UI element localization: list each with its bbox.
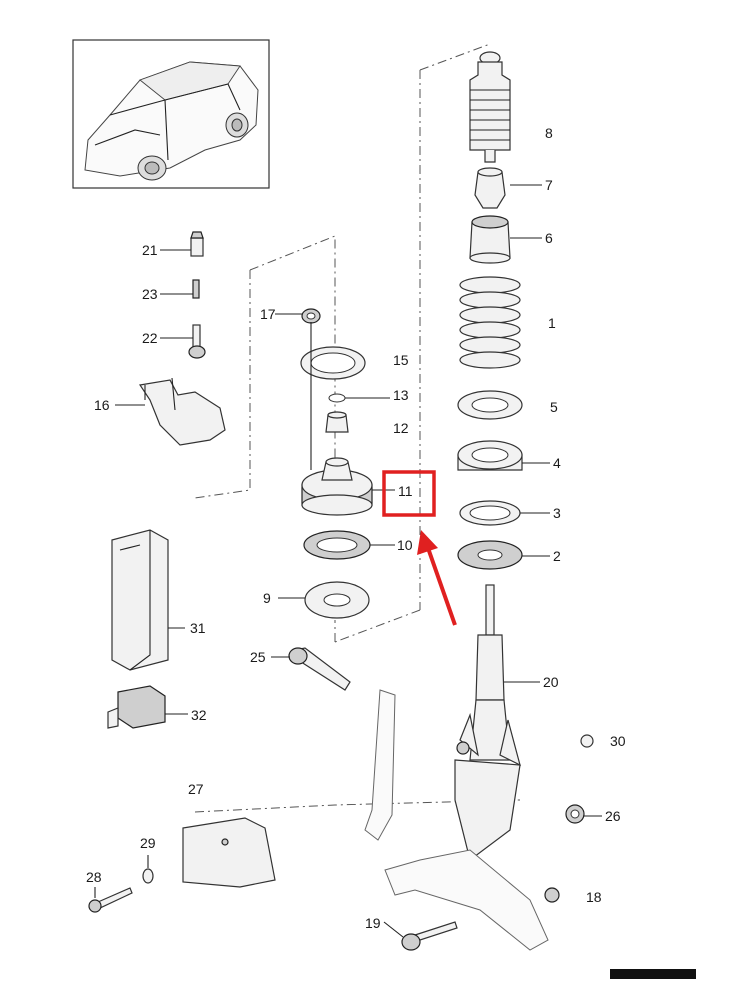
- part-32-sensor[interactable]: [107, 685, 166, 729]
- part-23-bolt[interactable]: [192, 279, 200, 299]
- callout-8[interactable]: 8: [545, 125, 553, 141]
- callout-22[interactable]: 22: [142, 330, 158, 346]
- part-30-nut[interactable]: [580, 734, 594, 748]
- callout-labels: 8 7 6 1 5 4 3 2 20 21 23 22 16 31 32 17 …: [86, 125, 626, 931]
- assembly-frames: [194, 43, 521, 813]
- part-19-bolt[interactable]: [401, 921, 458, 951]
- callout-4[interactable]: 4: [553, 455, 561, 471]
- part-21-stud[interactable]: [190, 231, 204, 257]
- callout-10[interactable]: 10: [397, 537, 413, 553]
- part-17-nut[interactable]: [301, 308, 321, 324]
- leader-lines: [94, 184, 602, 938]
- callout-2[interactable]: 2: [553, 548, 561, 564]
- part-1-coil-spring[interactable]: [459, 276, 521, 369]
- highlight-marker: [382, 470, 457, 626]
- part-27-guard[interactable]: [182, 817, 276, 888]
- part-11-strut-mount[interactable]: [301, 457, 373, 516]
- callout-31[interactable]: 31: [190, 620, 206, 636]
- part-5-spring-seat[interactable]: [457, 390, 523, 420]
- callout-20[interactable]: 20: [543, 674, 559, 690]
- callout-12[interactable]: 12: [393, 420, 409, 436]
- callout-19[interactable]: 19: [365, 915, 381, 931]
- callout-11[interactable]: 11: [398, 483, 413, 499]
- part-9-spring-plate[interactable]: [304, 581, 370, 619]
- part-29-washer[interactable]: [142, 868, 154, 884]
- footer-bar: [610, 969, 696, 979]
- part-12-bushing[interactable]: [325, 411, 349, 433]
- part-28-bolt[interactable]: [88, 887, 133, 913]
- part-4-spring-pad[interactable]: [457, 440, 523, 471]
- callout-5[interactable]: 5: [550, 399, 558, 415]
- callout-30[interactable]: 30: [610, 733, 626, 749]
- part-22-bolt[interactable]: [188, 324, 206, 359]
- callout-29[interactable]: 29: [140, 835, 156, 851]
- callout-15[interactable]: 15: [393, 352, 409, 368]
- callout-16[interactable]: 16: [94, 397, 110, 413]
- callout-17[interactable]: 17: [260, 306, 276, 322]
- callout-28[interactable]: 28: [86, 869, 102, 885]
- part-15-gasket[interactable]: [300, 346, 366, 380]
- part-20-shock-absorber[interactable]: [454, 584, 521, 862]
- callout-13[interactable]: 13: [393, 387, 409, 403]
- part-16-bracket[interactable]: [138, 377, 226, 446]
- callout-7[interactable]: 7: [545, 177, 553, 193]
- part-2-lower-seat[interactable]: [457, 540, 523, 570]
- callout-9[interactable]: 9: [263, 590, 271, 606]
- callout-6[interactable]: 6: [545, 230, 553, 246]
- part-7-bump-stop[interactable]: [474, 167, 506, 209]
- part-13-ring[interactable]: [328, 393, 346, 403]
- callout-3[interactable]: 3: [553, 505, 561, 521]
- callout-26[interactable]: 26: [605, 808, 621, 824]
- part-18-nut[interactable]: [544, 887, 560, 903]
- part-8-dust-boot[interactable]: [469, 51, 511, 163]
- part-3-washer[interactable]: [459, 500, 521, 526]
- callout-23[interactable]: 23: [142, 286, 158, 302]
- control-arm-link: [364, 689, 549, 951]
- part-6-cap[interactable]: [469, 215, 511, 264]
- callout-18[interactable]: 18: [586, 889, 602, 905]
- part-31-control-unit[interactable]: [111, 529, 169, 671]
- callout-1[interactable]: 1: [548, 315, 556, 331]
- vehicle-thumbnail: [72, 39, 270, 189]
- part-10-isolator[interactable]: [303, 530, 371, 560]
- part-26-nut[interactable]: [565, 804, 585, 824]
- callout-27[interactable]: 27: [188, 781, 204, 797]
- part-25-bolt[interactable]: [288, 647, 351, 691]
- callout-25[interactable]: 25: [250, 649, 266, 665]
- callout-32[interactable]: 32: [191, 707, 207, 723]
- callout-21[interactable]: 21: [142, 242, 158, 258]
